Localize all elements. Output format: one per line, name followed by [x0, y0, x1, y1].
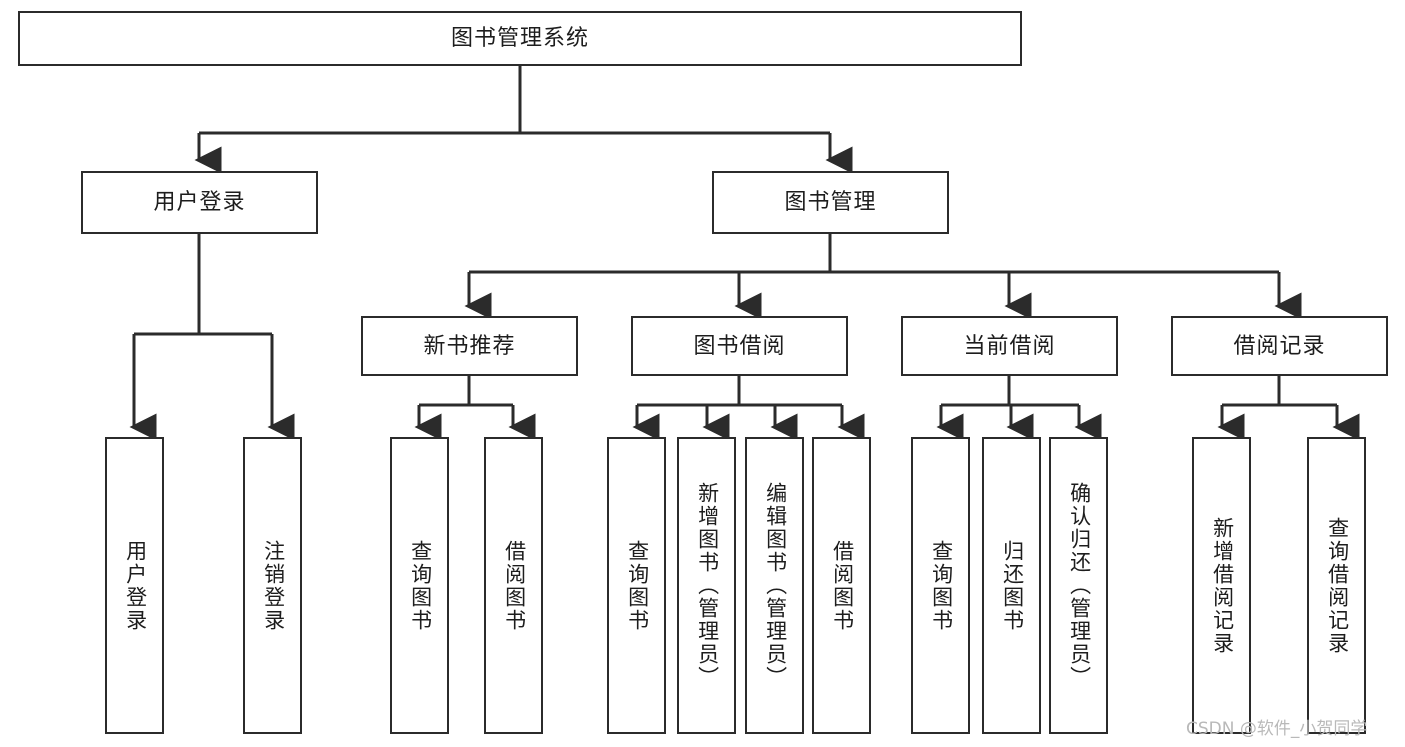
leaf-book-borrow-add-book-admin[interactable]: 新增图书（管理员）	[677, 437, 736, 734]
node-label: 借阅记录	[1233, 332, 1326, 358]
csdn-watermark: CSDN @软件_小贺同学	[1186, 719, 1368, 739]
node-label: 查询借阅记录	[1325, 516, 1349, 655]
node-label: 查询图书	[625, 539, 649, 632]
node-book-management[interactable]: 图书管理	[712, 171, 949, 234]
node-borrow-record[interactable]: 借阅记录	[1171, 316, 1388, 376]
node-current-borrow[interactable]: 当前借阅	[901, 316, 1118, 376]
leaf-book-borrow-edit-book-admin[interactable]: 编辑图书（管理员）	[745, 437, 804, 734]
node-label: 编辑图书（管理员）	[763, 482, 787, 689]
node-label: 用户登录	[153, 189, 246, 215]
node-book-borrow[interactable]: 图书借阅	[631, 316, 848, 376]
node-user-login[interactable]: 用户登录	[81, 171, 318, 234]
node-label: 图书借阅	[693, 332, 786, 358]
node-label: 查询图书	[408, 539, 432, 632]
leaf-user-login-login[interactable]: 用户登录	[105, 437, 164, 734]
leaf-current-borrow-query-book[interactable]: 查询图书	[911, 437, 970, 734]
leaf-book-borrow-borrow-book[interactable]: 借阅图书	[812, 437, 871, 734]
node-label: 新书推荐	[423, 332, 516, 358]
node-new-book-recommend[interactable]: 新书推荐	[361, 316, 578, 376]
node-label: 图书管理	[784, 189, 877, 215]
node-label: 借阅图书	[830, 539, 854, 632]
leaf-current-borrow-confirm-return-admin[interactable]: 确认归还（管理员）	[1049, 437, 1108, 734]
node-label: 新增图书（管理员）	[695, 482, 719, 689]
leaf-book-borrow-query-book[interactable]: 查询图书	[607, 437, 666, 734]
node-label: 借阅图书	[502, 539, 526, 632]
leaf-borrow-record-add-record[interactable]: 新增借阅记录	[1192, 437, 1251, 734]
node-label: 注销登录	[261, 539, 285, 632]
node-label: 归还图书	[1000, 539, 1024, 632]
node-label: 图书管理系统	[450, 25, 589, 51]
node-label: 查询图书	[929, 539, 953, 632]
leaf-borrow-record-query-record[interactable]: 查询借阅记录	[1307, 437, 1366, 734]
node-label: 确认归还（管理员）	[1067, 482, 1091, 689]
leaf-user-login-logout[interactable]: 注销登录	[243, 437, 302, 734]
leaf-current-borrow-return-book[interactable]: 归还图书	[982, 437, 1041, 734]
leaf-new-book-borrow-book[interactable]: 借阅图书	[484, 437, 543, 734]
node-root-book-management-system[interactable]: 图书管理系统	[18, 11, 1022, 66]
node-label: 用户登录	[123, 539, 147, 632]
leaf-new-book-query-book[interactable]: 查询图书	[390, 437, 449, 734]
node-label: 当前借阅	[963, 332, 1056, 358]
node-label: 新增借阅记录	[1210, 516, 1234, 655]
